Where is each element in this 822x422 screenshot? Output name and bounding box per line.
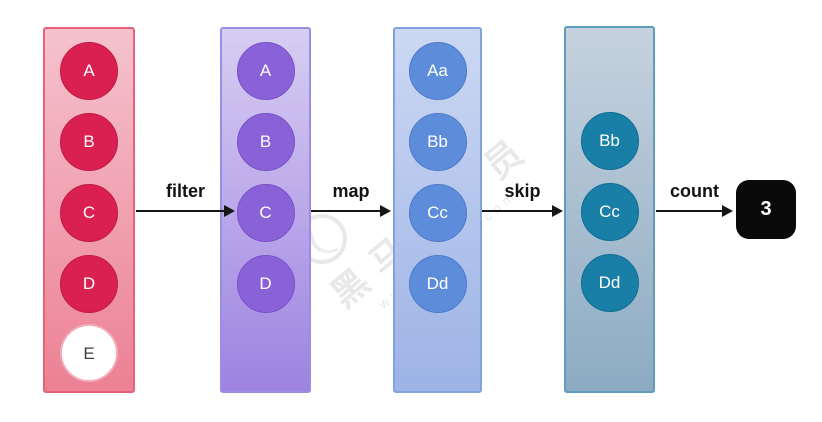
operation-label-map: map (332, 181, 370, 201)
count-result-value: 3 (760, 198, 772, 220)
element-circle-E: E (60, 324, 118, 382)
element-circle-Aa: Aa (408, 42, 467, 100)
arrow-line (656, 210, 723, 212)
arrow-head (224, 205, 235, 217)
arrow-line (136, 210, 225, 212)
element-circle-Bb: Bb (408, 113, 467, 171)
element-circle-D: D (236, 255, 295, 313)
operation-count: count (656, 170, 733, 217)
operation-filter: filter (136, 170, 235, 217)
element-circle-Cc: Cc (580, 183, 639, 241)
arrow-head (552, 205, 563, 217)
operation-label-skip: skip (504, 181, 541, 201)
arrow-line (482, 210, 553, 212)
operation-map: map (311, 170, 391, 217)
element-circle-D: D (60, 255, 118, 313)
element-circle-C: C (60, 184, 118, 242)
element-circle-A: A (60, 42, 118, 100)
element-circle-Dd: Dd (580, 254, 639, 312)
element-circle-Cc: Cc (408, 184, 467, 242)
arrow-head (722, 205, 733, 217)
element-circle-C: C (236, 184, 295, 242)
operation-label-count: count (670, 181, 719, 201)
element-circle-B: B (236, 113, 295, 171)
element-circle-Bb: Bb (580, 112, 639, 170)
element-circle-B: B (60, 113, 118, 171)
element-circle-Dd: Dd (408, 255, 467, 313)
operation-label-filter: filter (165, 181, 205, 201)
arrow-head (380, 205, 391, 217)
count-result-box: 3 (736, 180, 796, 239)
operation-skip: skip (482, 170, 563, 217)
element-circle-A: A (236, 42, 295, 100)
arrow-line (311, 210, 381, 212)
